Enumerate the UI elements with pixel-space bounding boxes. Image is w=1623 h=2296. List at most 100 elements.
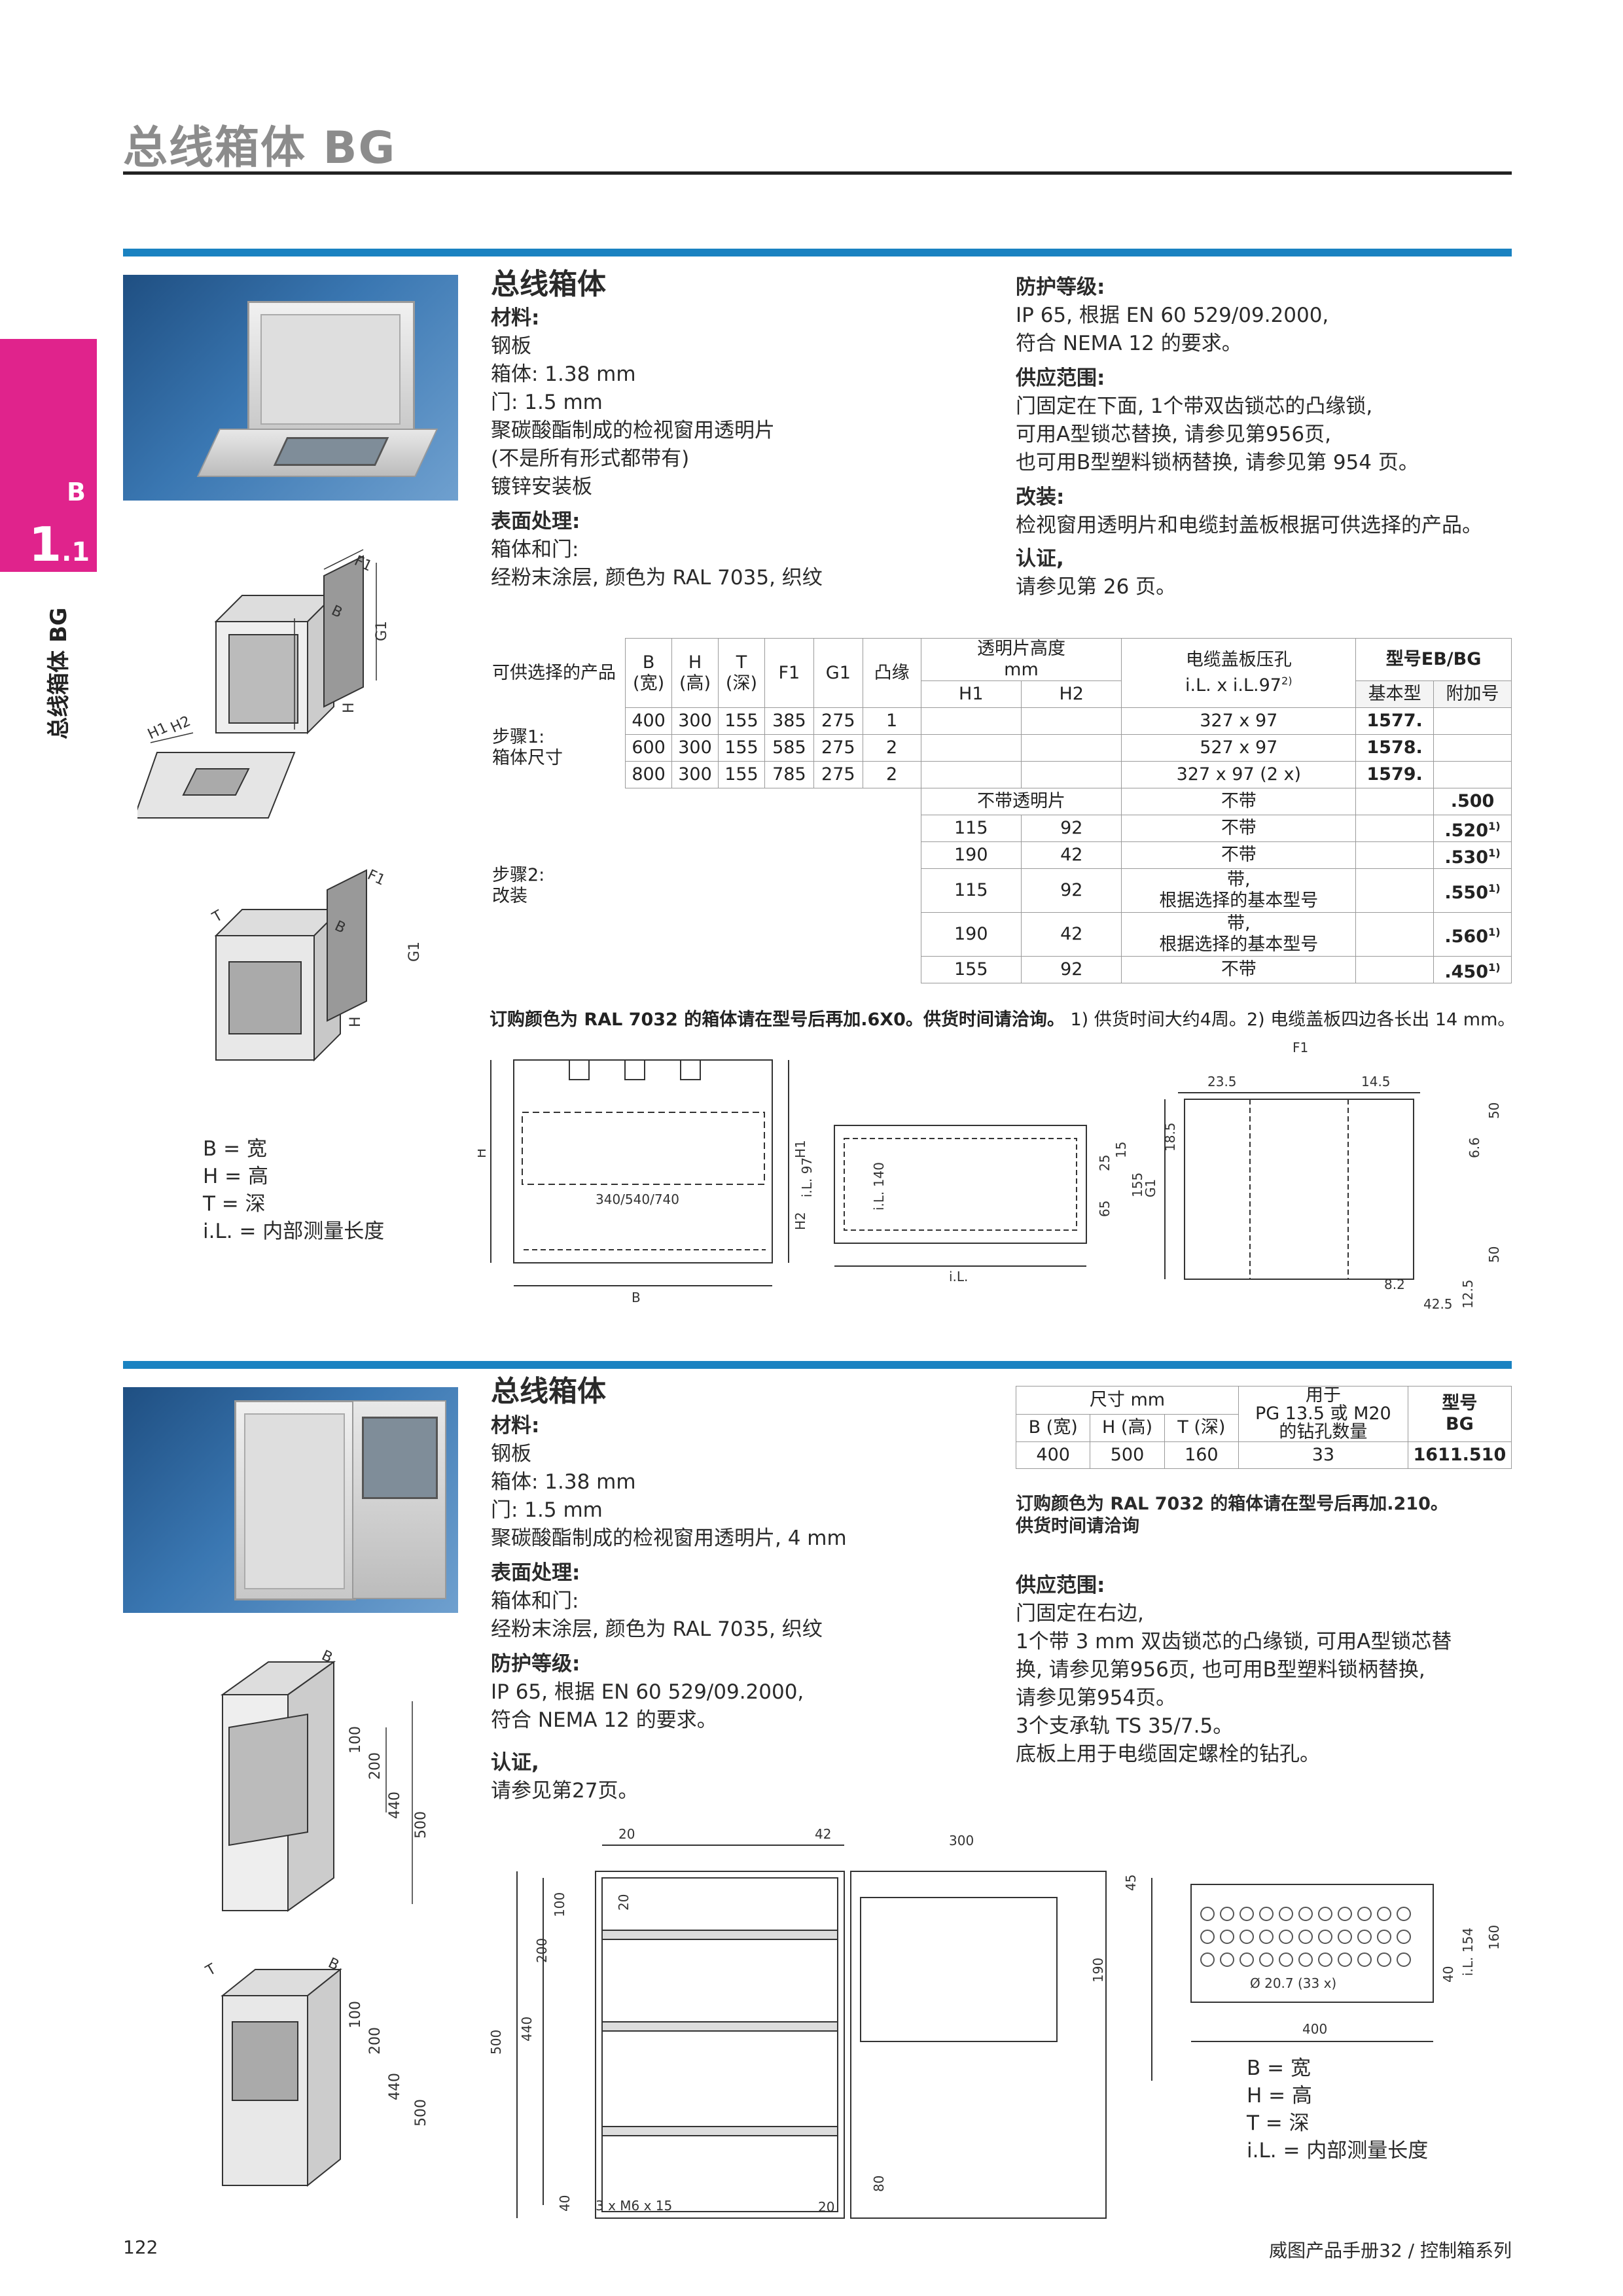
step2-label-1: 步骤2: (492, 864, 545, 885)
cell-cable: 带,根据选择的基本型号 (1121, 912, 1357, 957)
th-holes-2: PG 13.5 或 M20 (1255, 1404, 1391, 1424)
cell-h: 300 (671, 734, 719, 762)
th-t: T(深) (718, 638, 765, 708)
th-t: T (深) (1164, 1413, 1240, 1442)
supply-line: 3个支承轨 TS 35/7.5。 (1016, 1714, 1234, 1738)
legend-item: B = 宽 (203, 1137, 267, 1161)
cell-b: 400 (1015, 1441, 1091, 1469)
th-model-2: BG (1446, 1414, 1474, 1434)
certification-title: 认证, (1016, 547, 1064, 571)
dim-12-5: 12.5 (1460, 1279, 1476, 1309)
protection-line: IP 65, 根据 EN 60 529/09.2000, (1016, 304, 1329, 327)
cell-b: 800 (625, 761, 673, 788)
section1-legend: B = 宽 H = 高 T = 深 i.L. = 内部测量长度 (203, 1135, 384, 1245)
supply-line: 门固定在下面, 1个带双齿锁芯的凸缘锁, (1016, 395, 1373, 418)
surface-line: 箱体和门: (491, 538, 579, 561)
section1-specs-right: 防护等级: IP 65, 根据 EN 60 529/09.2000, 符合 NE… (1016, 274, 1482, 601)
suffix-sup: 1) (1488, 961, 1501, 974)
dim-160: 160 (1486, 1925, 1502, 1950)
dim-25: 25 (1097, 1155, 1113, 1171)
cell-h1: 115 (920, 815, 1022, 842)
cell-f1: 785 (764, 761, 814, 788)
section1-heading: 总线箱体 (491, 268, 606, 301)
th-holes-1: 用于 (1305, 1385, 1341, 1405)
material-line: 聚碳酸酯制成的检视窗用透明片 (491, 419, 775, 442)
dim-500b: 500 (413, 2099, 429, 2127)
material-line: 镀锌安装板 (491, 475, 592, 499)
dim-screws: 3 x M6 x 15 (596, 2198, 672, 2214)
dim-g1-side: G1 (1143, 1179, 1158, 1197)
material-line: 门: 1.5 mm (491, 1498, 603, 1522)
dim-100-side: 100 (552, 1892, 567, 1917)
step2-label-2: 改装 (492, 885, 527, 906)
cell-g1: 275 (813, 761, 863, 788)
cell-base (1355, 815, 1435, 842)
dim-40-right: 40 (1440, 1966, 1456, 1983)
cell-cable: 527 x 97 (1121, 734, 1357, 762)
th-suffix: 附加号 (1433, 680, 1512, 708)
dim-45: 45 (1123, 1875, 1139, 1891)
dim-40: 40 (557, 2195, 573, 2212)
table-row: 步骤2:改装 不带透明片 不带 .500 (490, 788, 1512, 906)
section2-order-note: 订购颜色为 RAL 7032 的箱体请在型号后再加.210。 供货时间请洽询 (1016, 1493, 1448, 1538)
dim-400: 400 (1302, 2021, 1327, 2037)
side-vertical-title: 总线箱体 BG (46, 607, 72, 739)
surface-line: 箱体和门: (491, 1589, 579, 1613)
th-h1: H1 (920, 680, 1022, 708)
th-holes-3: 的钻孔数量 (1279, 1422, 1368, 1442)
legend-item: B = 宽 (1247, 2057, 1311, 2080)
cell-suffix (1433, 734, 1512, 762)
modification-title: 改装: (1016, 486, 1065, 509)
step1-label-1: 步骤1: (492, 727, 545, 747)
cell-h2 (1021, 761, 1122, 788)
th-t-label: T (736, 652, 747, 673)
page-title: 总线箱体 BG (123, 122, 397, 174)
suffix-value: .550 (1444, 882, 1488, 903)
cable-line-1: 带, (1227, 870, 1251, 890)
th-b-label: B (642, 652, 655, 673)
dim-65: 65 (1097, 1201, 1113, 1217)
side-tab-sub-number: .1 (62, 537, 90, 567)
table-row: 190 42 不带 .5301) (490, 841, 1512, 869)
cell-t: 155 (718, 761, 765, 788)
cell-cable: 带,根据选择的基本型号 (1121, 868, 1357, 913)
suffix-sup: 1) (1488, 846, 1501, 859)
dim-il140: i.L. 140 (871, 1162, 887, 1210)
dim-f1-top: F1 (1293, 1040, 1308, 1055)
dim-il: i.L. (949, 1269, 968, 1284)
th-dim: 尺寸 mm (1015, 1386, 1240, 1415)
dim-440-side: 440 (519, 2017, 535, 2041)
surface-title: 表面处理: (491, 1561, 580, 1585)
material-line: 钢板 (491, 1442, 531, 1466)
suffix-sup: 1) (1488, 881, 1501, 894)
cell-h1: 190 (920, 912, 1022, 957)
dim-6-6: 6.6 (1467, 1137, 1482, 1158)
protection-line: IP 65, 根据 EN 60 529/09.2000, (491, 1680, 804, 1704)
dim-15: 15 (1113, 1142, 1129, 1158)
dim-200-side: 200 (534, 1938, 550, 1963)
table-row: 400 500 160 33 1611.510 (1015, 1441, 1512, 1469)
th-model: 型号EB/BG (1355, 638, 1512, 681)
order-note-line: 订购颜色为 RAL 7032 的箱体请在型号后再加.210。 (1016, 1494, 1448, 1514)
order-note-footnotes: 1) 供货时间大约4周。2) 电缆盖板四边各长出 14 mm。 (1070, 1010, 1516, 1030)
dim-g1-2: G1 (406, 942, 423, 962)
dim-20-side: 20 (616, 1894, 632, 1911)
dim-50-bottom: 50 (1486, 1246, 1502, 1263)
dim-20-bottom: 20 (818, 2199, 834, 2215)
cable-line-2: 根据选择的基本型号 (1159, 891, 1319, 911)
supply-line: 可用A型锁芯替换, 请参见第956页, (1016, 423, 1331, 446)
dim-100b: 100 (348, 2001, 364, 2028)
cell-t: 155 (718, 707, 765, 735)
dim-il154: i.L. 154 (1460, 1928, 1476, 1976)
step1-label: 步骤1:箱体尺寸 (490, 708, 626, 788)
footer-catalog-title: 威图产品手册32 / 控制箱系列 (1269, 2240, 1512, 2261)
table-row: 155 92 不带 .4501) (490, 956, 1512, 983)
cell-h2: 42 (1021, 841, 1122, 869)
dim-h-front: H (478, 1148, 489, 1158)
section2-supply: 供应范围: 门固定在右边, 1个带 3 mm 双齿锁芯的凸缘锁, 可用A型锁芯替… (1016, 1572, 1452, 1769)
dim-20-top: 20 (618, 1826, 635, 1842)
